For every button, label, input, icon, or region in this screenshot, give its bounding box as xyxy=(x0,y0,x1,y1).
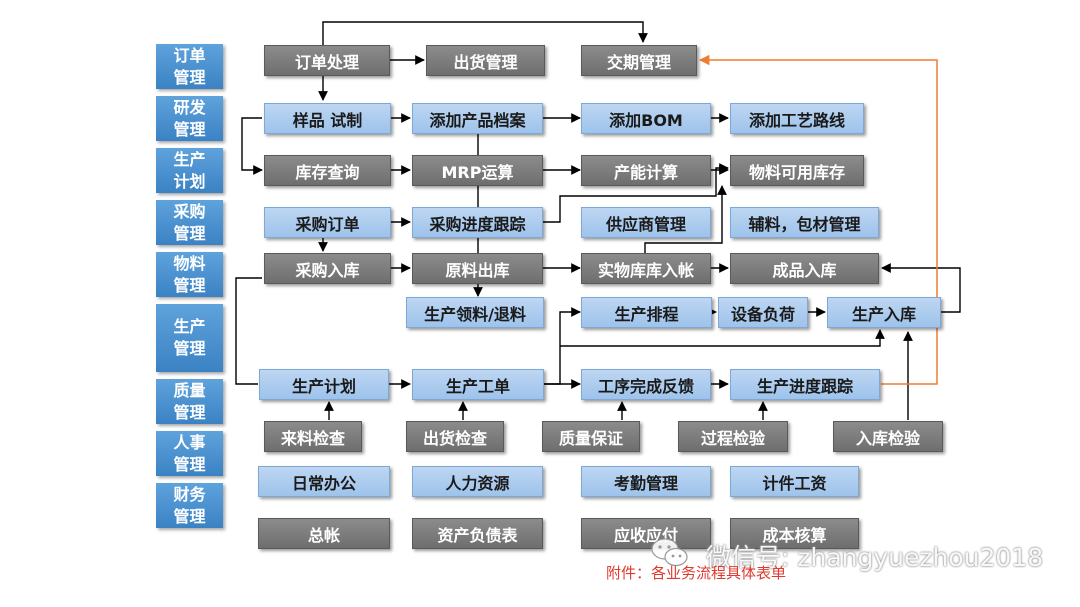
node-attendance: 考勤管理 xyxy=(581,466,711,497)
node-cost-accounting: 成本核算 xyxy=(730,518,859,549)
node-work-order: 生产工单 xyxy=(412,369,544,400)
node-general-ledger: 总帐 xyxy=(258,518,390,549)
node-order-processing: 订单处理 xyxy=(264,45,390,76)
sidebar-order-mgmt: 订单 管理 xyxy=(156,44,223,89)
node-hr: 人力资源 xyxy=(412,466,543,497)
sidebar-rd-mgmt: 研发 管理 xyxy=(156,96,223,141)
node-daily-office: 日常办公 xyxy=(258,466,390,497)
node-delivery-mgmt: 交期管理 xyxy=(581,45,697,76)
node-purchase-inbound: 采购入库 xyxy=(264,253,391,284)
node-balance-sheet: 资产负债表 xyxy=(412,518,543,549)
node-physical-stock-ledger: 实物库库入帐 xyxy=(581,253,711,284)
node-inbound-inspection: 入库检验 xyxy=(833,421,943,452)
node-shipping-mgmt: 出货管理 xyxy=(426,45,545,76)
node-prod-material-issue-return: 生产领料/退料 xyxy=(406,297,544,328)
node-finished-goods-inbound: 成品入库 xyxy=(730,253,879,284)
sidebar-purchasing: 采购 管理 xyxy=(156,200,223,245)
node-prod-scheduling: 生产排程 xyxy=(581,297,712,328)
node-raw-material-outbound: 原料出库 xyxy=(412,253,543,284)
node-piecework-wage: 计件工资 xyxy=(730,466,859,497)
node-sample-trial: 样品 试制 xyxy=(264,103,391,134)
node-add-bom: 添加BOM xyxy=(581,103,711,134)
node-prod-plan: 生产计划 xyxy=(259,369,389,400)
sidebar-production-plan: 生产 计划 xyxy=(156,148,223,193)
node-material-available-stock: 物料可用库存 xyxy=(730,155,864,186)
node-prod-progress: 生产进度跟踪 xyxy=(730,369,880,400)
node-prod-inbound: 生产入库 xyxy=(827,297,941,328)
node-aux-packaging-mgmt: 辅料，包材管理 xyxy=(730,207,879,238)
node-add-process-route: 添加工艺路线 xyxy=(730,103,864,134)
node-purchase-order: 采购订单 xyxy=(264,207,391,238)
sidebar-finance: 财务 管理 xyxy=(156,483,223,528)
node-purchase-progress: 采购进度跟踪 xyxy=(412,207,543,238)
node-add-product-file: 添加产品档案 xyxy=(412,103,543,134)
node-receivable-payable: 应收应付 xyxy=(581,518,711,549)
wechat-logo-icon xyxy=(651,538,688,567)
sidebar-materials: 物料 管理 xyxy=(156,252,223,297)
sidebar-quality: 质量 管理 xyxy=(156,379,223,424)
node-outgoing-inspection: 出货检查 xyxy=(406,421,504,452)
footnote: 附件：各业务流程具体表单 xyxy=(606,564,787,582)
node-process-feedback: 工序完成反馈 xyxy=(581,369,711,400)
node-inventory-query: 库存查询 xyxy=(264,155,391,186)
sidebar-hr: 人事 管理 xyxy=(156,431,223,476)
node-mrp: MRP运算 xyxy=(412,155,543,186)
node-quality-assurance: 质量保证 xyxy=(542,421,640,452)
node-supplier-mgmt: 供应商管理 xyxy=(581,207,711,238)
sidebar-production-mgmt: 生产 管理 xyxy=(156,304,223,372)
node-capacity-calc: 产能计算 xyxy=(581,155,711,186)
node-equipment-load: 设备负荷 xyxy=(718,297,808,328)
wechat-watermark: 微信号: zhangyuezhou2018 xyxy=(706,543,1044,572)
node-process-inspection: 过程检验 xyxy=(678,421,788,452)
node-incoming-inspection: 来料检查 xyxy=(264,421,362,452)
